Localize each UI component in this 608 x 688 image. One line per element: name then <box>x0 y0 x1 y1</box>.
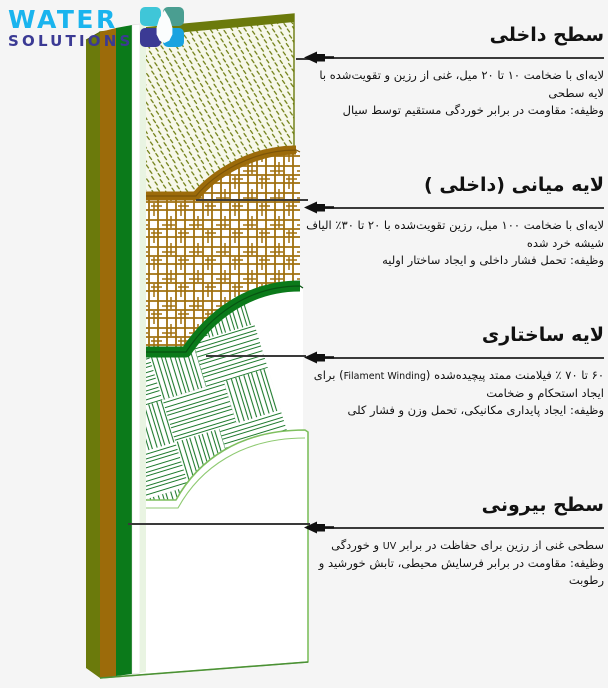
annotation-structural-layer: لایه ساختاری ۶۰ تا ۷۰ ٪ فیلامنت ممتد پیچ… <box>304 324 604 420</box>
desc-part-before: سطحی غنی از رزین برای حفاظت در برابر <box>396 537 604 552</box>
annotation-function-middle-layer: وظیفه: تحمل فشار داخلی و ایجاد ساختار او… <box>382 253 604 268</box>
brand-wordmark: WATER SOLUTIONS <box>8 7 133 49</box>
brand-logo: WATER SOLUTIONS <box>8 6 188 50</box>
annotation-rule-inner-surface <box>304 51 604 64</box>
pipe-layer-outer-surface <box>99 429 309 679</box>
annotation-description-structural-layer: ۶۰ تا ۷۰ ٪ فیلامنت ممتد پیچیده‌شده (Fila… <box>304 367 604 403</box>
pipe-bottom-edge <box>99 661 309 679</box>
annotation-middle-layer: لایه میانی (داخلی ) لایه‌ای با ضخامت ۱۰۰… <box>304 174 604 270</box>
desc-part-after: و خوردگی <box>331 537 383 552</box>
annotation-rule-line <box>322 356 604 359</box>
annotation-function-inner-surface: وظیفه: مقاومت در برابر خوردگی مستقیم توس… <box>342 103 604 118</box>
logo-tile-top-left <box>140 7 162 26</box>
annotation-function-outer-surface: وظیفه: مقاومت در برابر فرسایش محیطی، تاب… <box>318 555 604 588</box>
left-arrow-marker-middle <box>304 201 334 214</box>
left-arrow-marker-outer <box>304 521 334 534</box>
leader-line-middle <box>196 199 308 201</box>
water-droplet-squares-icon <box>140 6 188 50</box>
left-arrow-marker-inner <box>304 51 334 64</box>
desc-part-english: Filament Winding <box>343 370 426 382</box>
leader-line-inner <box>296 58 310 60</box>
annotation-description-middle-layer: لایه‌ای با ضخامت ۱۰۰ میل، رزین تقویت‌شده… <box>306 217 604 250</box>
annotation-rule-outer-surface <box>304 521 604 534</box>
droplet-icon <box>156 10 173 43</box>
annotation-description-inner-surface: لایه‌ای با ضخامت ۱۰ تا ۲۰ میل، غنی از رز… <box>319 67 604 100</box>
leader-line-struct <box>206 355 306 357</box>
annotation-description-outer-surface: سطحی غنی از رزین برای حفاظت در برابر UV … <box>304 537 604 555</box>
annotation-inner-surface: سطح داخلی لایه‌ای با ضخامت ۱۰ تا ۲۰ میل،… <box>304 24 604 120</box>
pipe-cross-section-illustration <box>85 13 309 679</box>
logo-tile-bottom-left <box>140 28 162 47</box>
desc-part-after: ) برای ایجاد استحکام و ضخامت <box>313 367 604 400</box>
annotation-function-structural-layer: وظیفه: ایجاد پایداری مکانیکی، تحمل وزن و… <box>347 403 604 418</box>
brand-name-secondary: SOLUTIONS <box>8 32 134 50</box>
annotation-rule-line <box>322 526 604 529</box>
annotation-title-structural-layer: لایه ساختاری <box>481 324 604 346</box>
annotation-outer-surface: سطح بیرونی سطحی غنی از رزین برای حفاظت د… <box>304 494 604 590</box>
annotation-title-inner-surface: سطح داخلی <box>489 24 604 46</box>
brand-name-primary: WATER <box>8 5 118 34</box>
annotation-rule-middle-layer <box>304 201 604 214</box>
left-arrow-marker-structural <box>304 351 334 364</box>
leader-line-outer <box>128 523 310 525</box>
annotation-rule-line <box>322 56 604 59</box>
pipe-left-edge-bands <box>85 23 146 678</box>
desc-part-english: UV <box>382 540 397 552</box>
desc-part-before: ۶۰ تا ۷۰ ٪ فیلامنت ممتد پیچیده‌شده ( <box>425 367 604 382</box>
annotation-title-middle-layer: لایه میانی (داخلی ) <box>424 174 604 196</box>
annotation-title-outer-surface: سطح بیرونی <box>481 494 604 516</box>
annotation-rule-structural-layer <box>304 351 604 364</box>
annotation-rule-line <box>322 206 604 209</box>
